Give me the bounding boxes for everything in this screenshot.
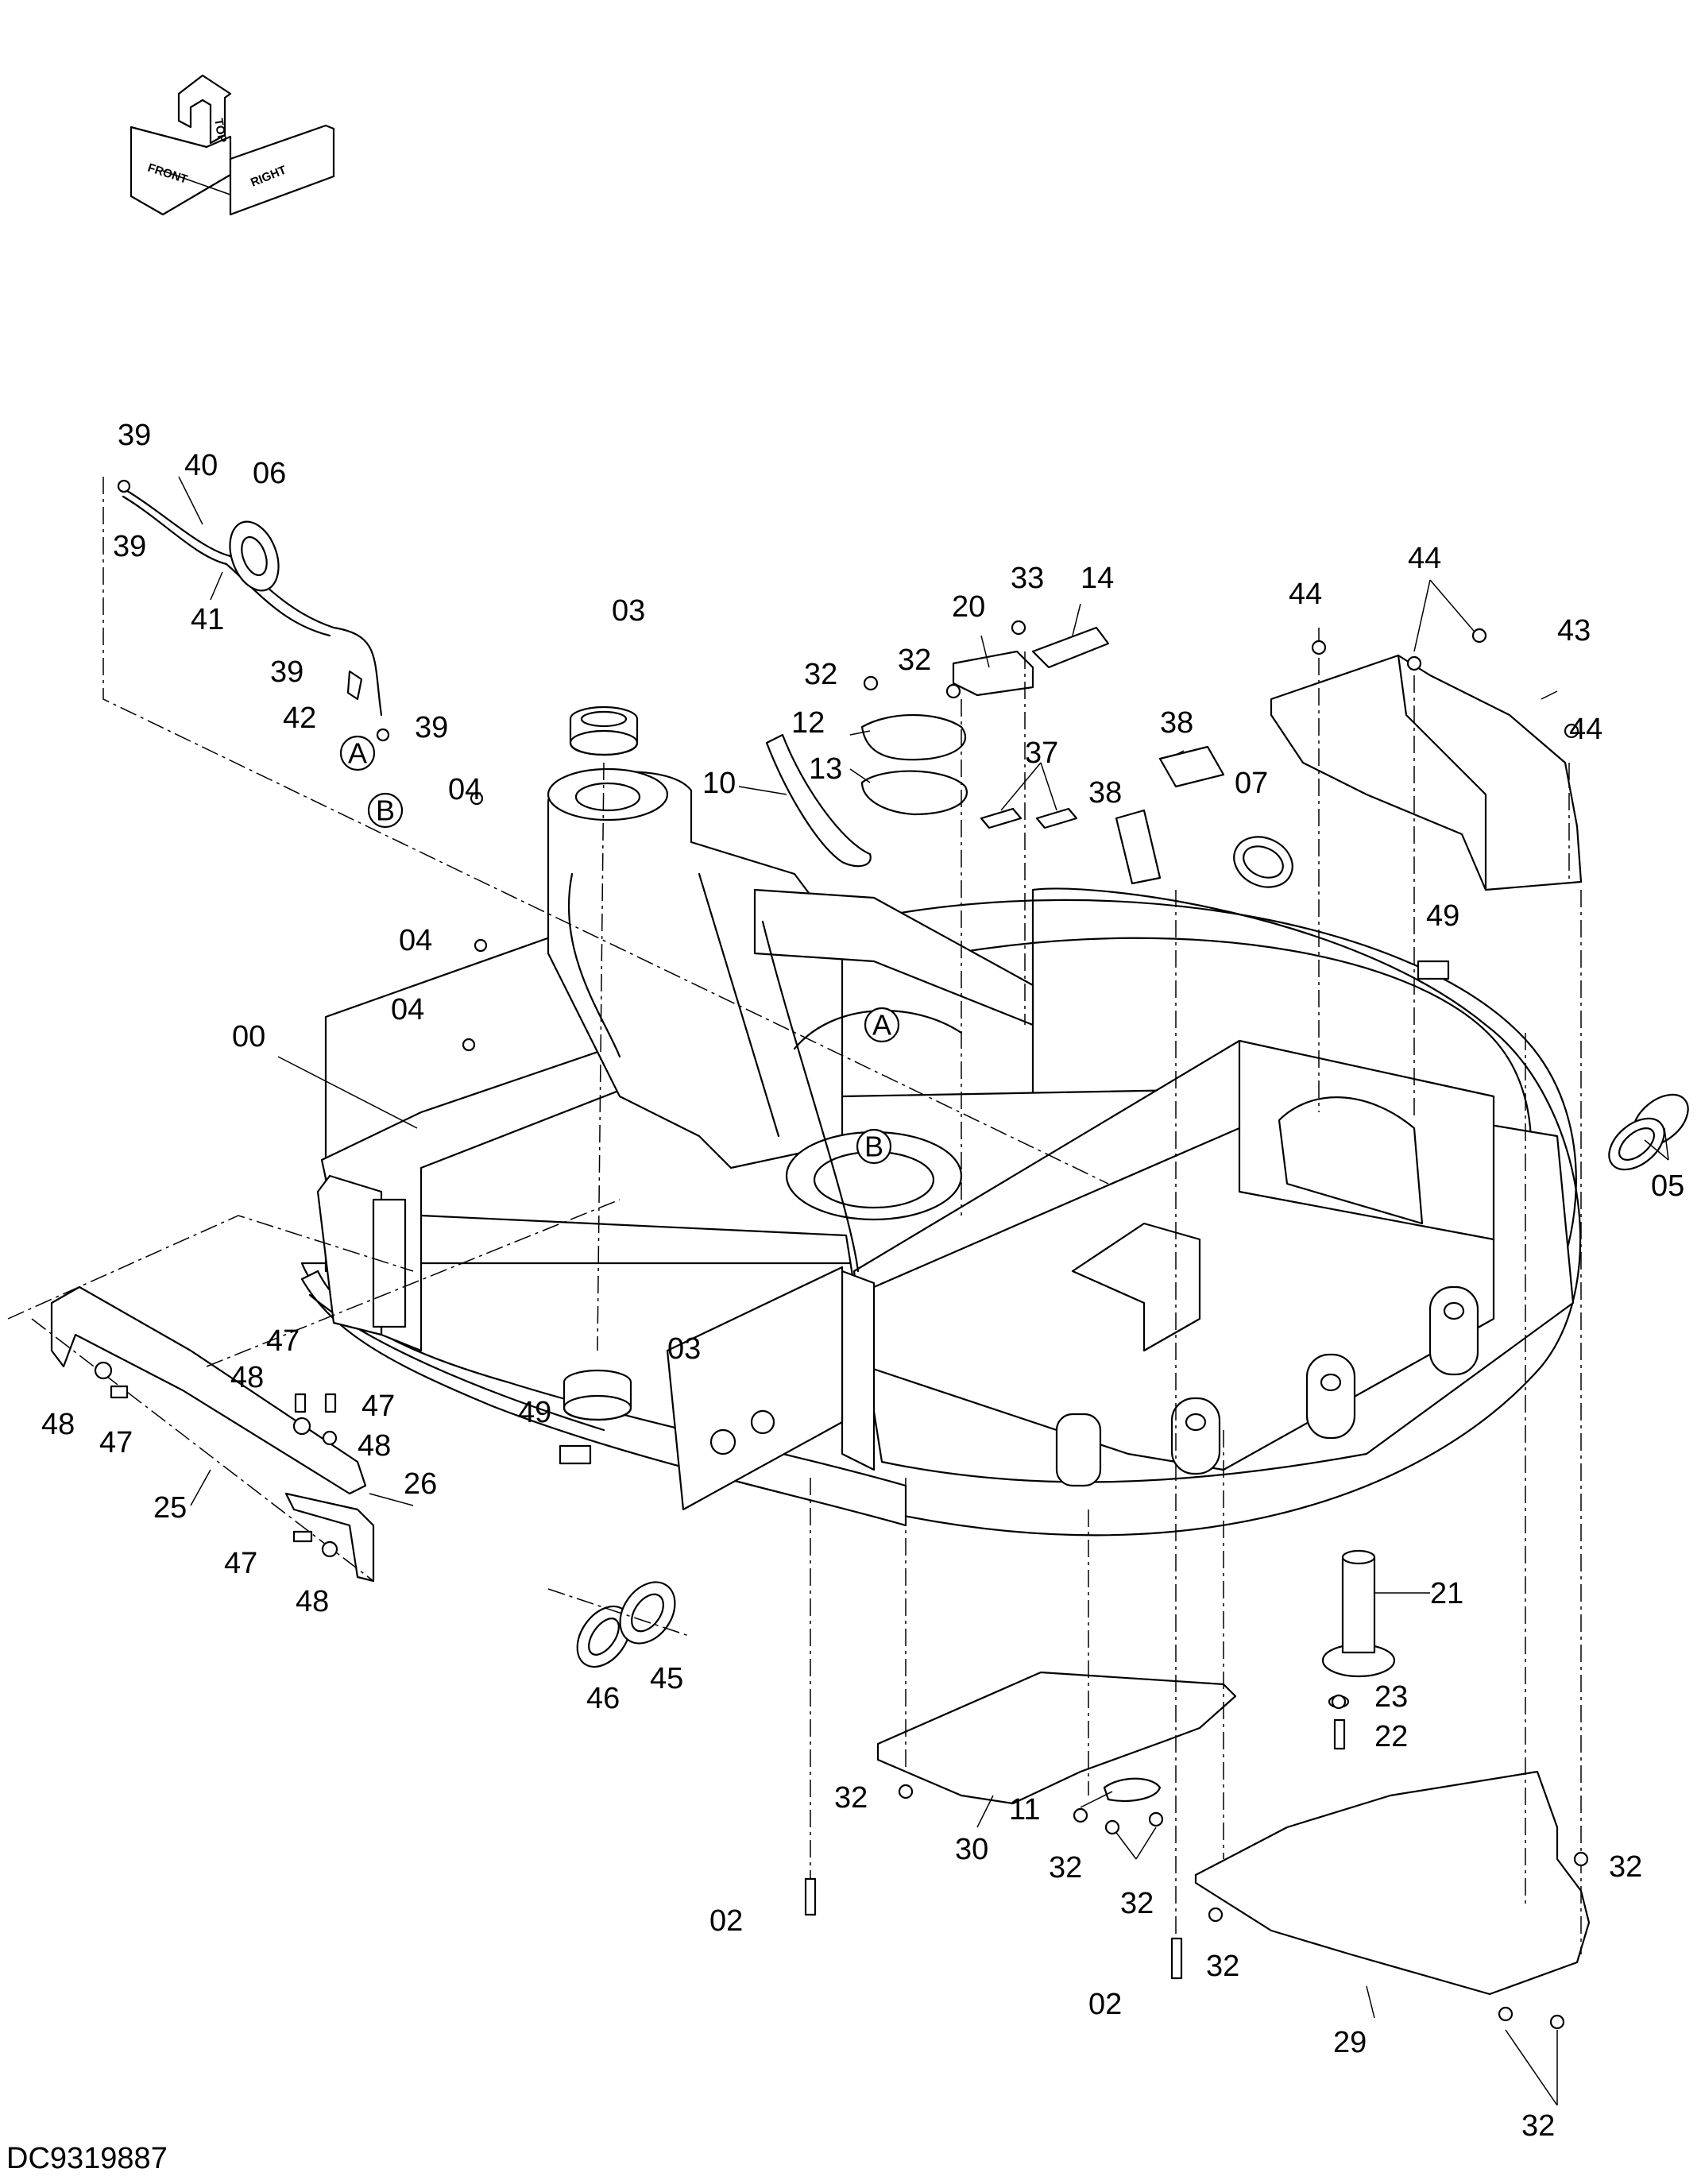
callout-label: 03 (667, 1332, 701, 1366)
callout-label: 47 (266, 1324, 300, 1358)
callout-label: 26 (404, 1467, 437, 1501)
callout-label: 32 (1521, 2109, 1555, 2143)
callout-label: 32 (1206, 1950, 1239, 1983)
callout-label: 02 (1088, 1988, 1122, 2021)
callout-label: 32 (1049, 1851, 1082, 1884)
callout-labels: 39 40 06 39 41 39 42 39 03 04 04 04 00 1… (41, 419, 1684, 2143)
callout-label: 45 (650, 1662, 683, 1695)
callout-label: 10 (702, 767, 736, 800)
callout-label: 44 (1569, 713, 1602, 746)
drawing-number: DC9319887 (6, 2142, 168, 2175)
pad-38a (1158, 745, 1225, 788)
callout-label: 43 (1557, 614, 1591, 647)
callout-label: 37 (1025, 736, 1058, 770)
block-20 (952, 650, 1034, 697)
callout-label: 22 (1374, 1720, 1408, 1753)
callout-label: 07 (1235, 767, 1268, 800)
callout-label: 04 (391, 993, 424, 1026)
callout-label: 38 (1088, 776, 1122, 810)
callout-label: 25 (153, 1491, 187, 1525)
callout-label: 41 (191, 603, 224, 636)
assembly-centerlines (7, 477, 1582, 1954)
callout-label: 39 (118, 419, 151, 452)
callout-label: 47 (99, 1426, 133, 1459)
callout-label: 32 (898, 644, 931, 677)
fasteners (94, 620, 1589, 2030)
callout-label: 38 (1160, 706, 1193, 740)
harness-and-grommet (117, 479, 390, 742)
grommet-07 (1233, 836, 1293, 888)
callout-label: 44 (1408, 542, 1441, 575)
pad-37b (1035, 807, 1078, 829)
pad-14 (1031, 626, 1110, 669)
callout-label: 23 (1374, 1680, 1408, 1714)
seals-45-46 (576, 1581, 676, 1668)
bushing-03-top (569, 705, 639, 756)
callout-label: 03 (612, 594, 645, 628)
pad-37a (980, 807, 1023, 829)
callout-label: 39 (113, 530, 146, 563)
callout-label: 30 (955, 1833, 988, 1866)
callout-label: 32 (834, 1781, 868, 1815)
callout-label: 00 (232, 1020, 265, 1053)
callout-label: 48 (230, 1361, 264, 1394)
callout-label: 20 (952, 590, 985, 624)
pad-38b (1115, 809, 1162, 885)
callout-label: 42 (283, 702, 316, 735)
callout-label: 48 (296, 1585, 329, 1618)
callout-label: 12 (791, 706, 825, 740)
callout-label: 06 (253, 457, 286, 490)
reference-marker-b-frame: B (856, 1128, 892, 1165)
callout-label: 48 (358, 1429, 391, 1463)
cover-plate-12 (860, 713, 967, 761)
callout-label: 46 (586, 1682, 620, 1715)
callout-label: 11 (1009, 1793, 1040, 1826)
cover-43 (1270, 654, 1583, 891)
callout-label: 14 (1081, 562, 1114, 595)
cover-plate-13 (860, 770, 968, 816)
callout-label: 13 (809, 752, 842, 786)
bracket-25 (50, 1285, 367, 1495)
callout-label: 49 (1426, 899, 1459, 933)
callout-label: 39 (415, 711, 448, 744)
callout-label: 40 (184, 449, 218, 482)
callout-leaders (178, 476, 1669, 2106)
pin-21 (1321, 1549, 1396, 1750)
under-cover-30 (876, 1671, 1237, 1805)
callout-label: 47 (224, 1547, 257, 1580)
svg-text:A: A (872, 1009, 891, 1042)
callout-label: 32 (1120, 1887, 1154, 1920)
callout-label: 21 (1430, 1577, 1463, 1610)
cover-11 (1103, 1777, 1162, 1802)
upper-frame-assembly (300, 767, 1582, 1537)
callout-label: 05 (1651, 1169, 1684, 1203)
svg-text:B: B (864, 1131, 883, 1163)
reference-marker-a-top: A (339, 735, 376, 771)
svg-text:B: B (376, 794, 395, 827)
bushing-03-bottom (562, 1369, 632, 1421)
svg-text:A: A (348, 737, 367, 770)
callout-label: 04 (448, 773, 481, 806)
callout-label: 47 (361, 1390, 395, 1423)
callout-label: 32 (1609, 1850, 1642, 1884)
callout-label: 33 (1011, 562, 1044, 595)
callout-label: 32 (804, 658, 837, 691)
callout-label: 39 (270, 655, 303, 689)
callout-label: 04 (399, 924, 432, 957)
callout-label: 44 (1289, 578, 1322, 611)
reference-marker-a-frame: A (864, 1007, 900, 1043)
callout-label: 02 (709, 1904, 743, 1938)
callout-label: 49 (518, 1396, 551, 1429)
reference-marker-b-top: B (367, 792, 404, 829)
orientation-top-label: TOP (211, 118, 229, 144)
under-cover-29 (1194, 1770, 1591, 1996)
grommet-05 (1608, 1093, 1689, 1171)
seal-strip-10 (765, 733, 872, 868)
orientation-arrow-icon: FRONT TOP RIGHT (130, 74, 335, 216)
frame-pivot-lugs (1055, 1285, 1479, 1487)
bracket-26 (284, 1492, 375, 1583)
callout-label: 48 (41, 1408, 75, 1441)
callout-label: 29 (1333, 2026, 1367, 2059)
